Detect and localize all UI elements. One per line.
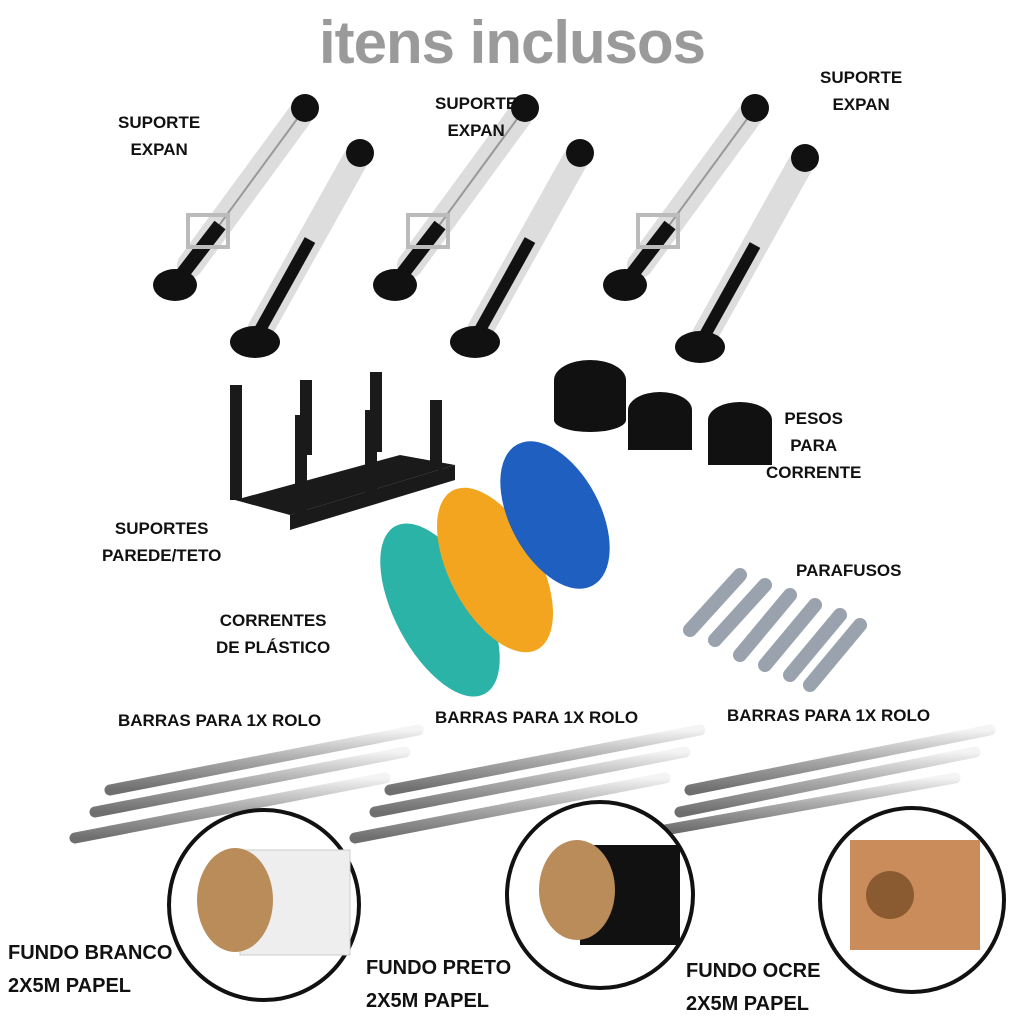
label-line: PAREDE/TETO xyxy=(102,546,222,565)
label-line: FUNDO OCRE xyxy=(686,960,821,982)
label-line: SUPORTE xyxy=(820,68,903,87)
label-suporte-expan-2: SUPORTE EXPAN xyxy=(435,90,517,144)
label-line: 2X5M PAPEL xyxy=(686,993,809,1015)
label-line: EXPAN xyxy=(832,95,890,114)
label-barras-3: BARRAS PARA 1X ROLO xyxy=(727,706,931,725)
plastic-chains xyxy=(380,441,610,697)
label-correntes: CORRENTES DE PLÁSTICO xyxy=(216,607,330,661)
label-suporte-expan-1: SUPORTE EXPAN xyxy=(118,109,200,163)
label-line: SUPORTE xyxy=(118,113,201,132)
screws xyxy=(683,568,867,692)
label-line: EXPAN xyxy=(447,121,505,140)
backdrop-white xyxy=(167,808,361,1002)
label-line: CORRENTES xyxy=(219,611,327,630)
chain-weights xyxy=(554,360,772,465)
label-pesos: PESOS PARA CORRENTE xyxy=(766,405,861,486)
label-line: EXPAN xyxy=(130,140,188,159)
label-line: SUPORTE xyxy=(435,94,518,113)
label-line: FUNDO PRETO xyxy=(366,957,512,979)
label-fundo-preto: FUNDO PRETO 2X5M PAPEL xyxy=(366,952,511,1018)
page-title: itens inclusos xyxy=(318,9,706,76)
label-parafusos: PARAFUSOS xyxy=(796,561,902,580)
label-line: DE PLÁSTICO xyxy=(216,638,331,657)
label-fundo-branco: FUNDO BRANCO 2X5M PAPEL xyxy=(8,937,172,1003)
label-line: FUNDO BRANCO xyxy=(8,942,173,964)
backdrop-ocre xyxy=(818,806,1006,994)
label-line: PESOS xyxy=(784,409,843,428)
rods xyxy=(69,724,996,844)
label-barras-2: BARRAS PARA 1X ROLO xyxy=(435,708,639,727)
label-fundo-ocre: FUNDO OCRE 2X5M PAPEL xyxy=(686,955,820,1021)
label-suportes-parede: SUPORTES PAREDE/TETO xyxy=(102,515,221,569)
label-barras-1: BARRAS PARA 1X ROLO xyxy=(118,711,322,730)
label-suporte-expan-3: SUPORTE EXPAN xyxy=(820,64,902,118)
label-line: CORRENTE xyxy=(766,463,862,482)
wall-brackets xyxy=(230,372,455,530)
label-line: 2X5M PAPEL xyxy=(8,975,131,997)
label-line: SUPORTES xyxy=(114,519,209,538)
expander-set-3 xyxy=(603,94,819,363)
label-line: 2X5M PAPEL xyxy=(366,990,489,1012)
label-line: PARA xyxy=(790,436,838,455)
backdrop-black xyxy=(505,800,695,990)
